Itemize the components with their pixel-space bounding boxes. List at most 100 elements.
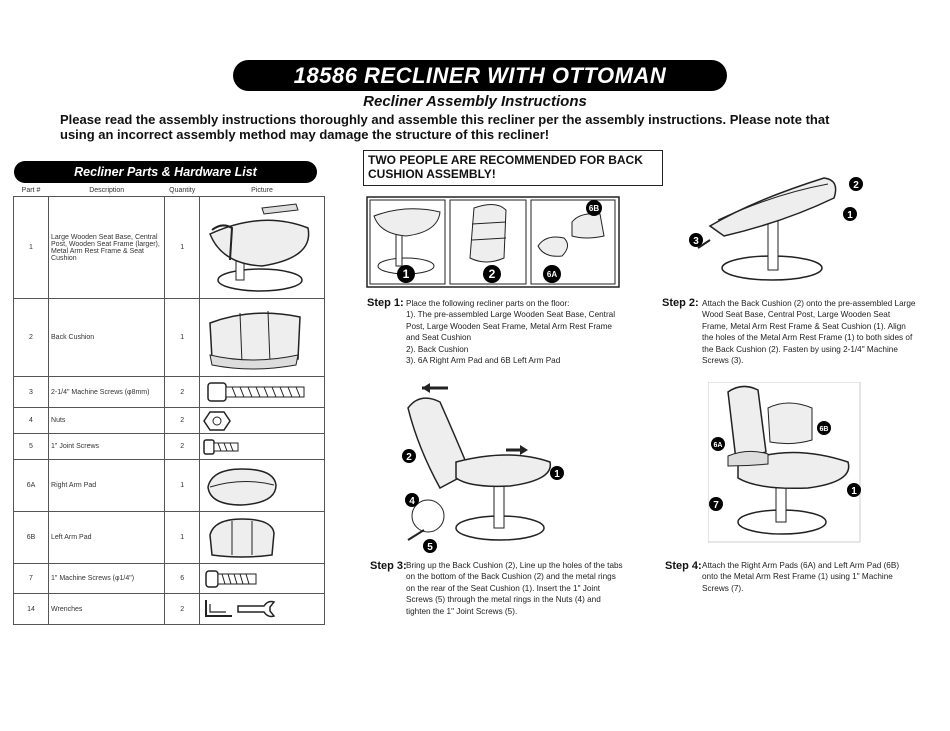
intro-line: Please read the assembly instructions th… xyxy=(60,112,830,127)
column-header: Description xyxy=(89,187,125,194)
step-line: Post, Large Wooden Seat Frame, Metal Arm… xyxy=(406,321,612,331)
step2-label: Step 2: xyxy=(662,297,699,309)
column-header: Quantity xyxy=(169,187,196,194)
step-line: 3). 6A Right Arm Pad and 6B Left Arm Pad xyxy=(406,356,561,366)
part-picture xyxy=(198,196,326,299)
callout-6b: 6B xyxy=(820,426,829,433)
table-row: 4 Nuts 2 xyxy=(12,407,326,434)
part-quantity: 2 xyxy=(164,593,200,625)
step1-figure: 1 2 6A 6B xyxy=(366,196,620,288)
part-description: 2-1/4" Machine Screws (φ8mm) xyxy=(48,376,166,408)
step2-text: Attach the Back Cushion (2) onto the pre… xyxy=(702,298,915,366)
step-line: Bring up the Back Cushion (2), Line up t… xyxy=(406,561,623,570)
table-row: 6B Left Arm Pad 1 xyxy=(12,511,326,564)
step1-text: Place the following recliner parts on th… xyxy=(406,298,615,366)
step2-figure: 2 1 3 xyxy=(684,170,870,292)
callout-6a: 6A xyxy=(714,442,723,449)
part-quantity: 1 xyxy=(164,196,200,299)
wrench-icon xyxy=(204,600,276,618)
part-quantity: 1 xyxy=(164,298,200,377)
step3-text: Bring up the Back Cushion (2), Line up t… xyxy=(406,560,623,617)
part-picture xyxy=(198,407,326,434)
step4-label: Step 4: xyxy=(665,560,702,572)
part-quantity: 2 xyxy=(164,433,200,460)
step-line: the Back Cushion (2). Fasten by using 2-… xyxy=(702,344,898,354)
part-description: 1" Machine Screws (φ1/4") xyxy=(48,563,166,594)
callout-1: 1 xyxy=(403,267,410,281)
step3-figure: 2 1 4 5 xyxy=(400,378,570,554)
part-picture xyxy=(198,433,326,460)
part-quantity: 2 xyxy=(164,407,200,434)
callout-6b: 6B xyxy=(589,204,599,213)
intro-text: Please read the assembly instructions th… xyxy=(60,112,850,142)
callout-2: 2 xyxy=(406,452,412,463)
step-line: Screws (7). xyxy=(702,583,744,593)
callout-1: 1 xyxy=(851,486,857,497)
step-line: Wood Seat Base, Central Post, Large Wood… xyxy=(702,310,891,320)
column-header: Picture xyxy=(251,187,273,194)
part-picture xyxy=(198,593,326,625)
step-line: Attach the Back Cushion (2) onto the pre… xyxy=(702,299,916,308)
nut-icon xyxy=(203,410,231,431)
part-quantity: 1 xyxy=(164,459,200,512)
part-number: 1 xyxy=(12,196,50,299)
step3-label: Step 3: xyxy=(370,560,407,572)
part-number: 14 xyxy=(12,593,50,625)
table-row: 7 1" Machine Screws (φ1/4") 6 xyxy=(12,563,326,594)
callout-2: 2 xyxy=(489,267,496,281)
back-cushion-icon xyxy=(209,310,301,369)
seat-base-assembly-icon xyxy=(209,202,310,292)
step-line: 2). Back Cushion xyxy=(406,344,469,354)
parts-table: Part # Description Quantity Picture 1 La… xyxy=(12,185,326,625)
step-line: and Seat Cushion xyxy=(406,333,472,343)
table-row: 14 Wrenches 2 xyxy=(12,593,326,625)
step-line: onto the Metal Arm Rest Frame (1) using … xyxy=(702,572,893,582)
part-quantity: 6 xyxy=(164,563,200,594)
joint-screw-icon xyxy=(203,438,239,455)
table-row: 3 2-1/4" Machine Screws (φ8mm) 2 xyxy=(12,376,326,408)
right-arm-pad-icon xyxy=(207,467,277,506)
table-row: 2 Back Cushion 1 xyxy=(12,298,326,377)
part-number: 6B xyxy=(12,511,50,564)
left-arm-pad-icon xyxy=(209,517,275,558)
step-line: Place the following recliner parts on th… xyxy=(406,299,570,308)
part-number: 4 xyxy=(12,407,50,434)
part-picture xyxy=(198,376,326,408)
part-number: 5 xyxy=(12,433,50,460)
callout-2: 2 xyxy=(853,180,859,191)
step-line: Screws (3). xyxy=(702,356,744,366)
part-picture xyxy=(198,459,326,512)
callout-1: 1 xyxy=(554,469,560,480)
part-number: 7 xyxy=(12,563,50,594)
part-description: Left Arm Pad xyxy=(48,511,166,564)
part-description: Wrenches xyxy=(48,593,166,625)
part-description: Large Wooden Seat Base, Central Post, Wo… xyxy=(48,196,166,299)
step-line: on the rear of the Seat Cushion (1). Ins… xyxy=(406,583,601,593)
part-number: 6A xyxy=(12,459,50,512)
document-subtitle: Recliner Assembly Instructions xyxy=(363,93,587,110)
step-line: the holes of the Metal Arm Rest Frame (1… xyxy=(702,333,913,343)
step1-label: Step 1: xyxy=(367,297,404,309)
step4-text: Attach the Right Arm Pads (6A) and Left … xyxy=(702,560,899,594)
callout-3: 3 xyxy=(693,236,699,247)
part-picture xyxy=(198,298,326,377)
short-machine-screw-icon xyxy=(205,569,257,588)
step4-figure: 6A 6B 7 1 xyxy=(708,382,868,544)
table-row: 1 Large Wooden Seat Base, Central Post, … xyxy=(12,196,326,299)
step-line: 1). The pre-assembled Large Wooden Seat … xyxy=(406,310,616,320)
part-number: 2 xyxy=(12,298,50,377)
callout-1: 1 xyxy=(847,210,853,221)
step-line: on the bottom of the Back Cushion (2) an… xyxy=(406,572,616,582)
part-quantity: 2 xyxy=(164,376,200,408)
part-description: 1" Joint Screws xyxy=(48,433,166,460)
machine-screw-icon xyxy=(207,382,305,402)
part-picture xyxy=(198,511,326,564)
part-description: Back Cushion xyxy=(48,298,166,377)
part-picture xyxy=(198,563,326,594)
step-line: tighten the 1" Joint Screws (5). xyxy=(406,606,518,616)
part-quantity: 1 xyxy=(164,511,200,564)
part-description: Right Arm Pad xyxy=(48,459,166,512)
callout-5: 5 xyxy=(427,542,433,553)
table-row: 5 1" Joint Screws 2 xyxy=(12,433,326,460)
two-people-notice: TWO PEOPLE ARE RECOMMENDED FOR BACK CUSH… xyxy=(363,150,663,186)
